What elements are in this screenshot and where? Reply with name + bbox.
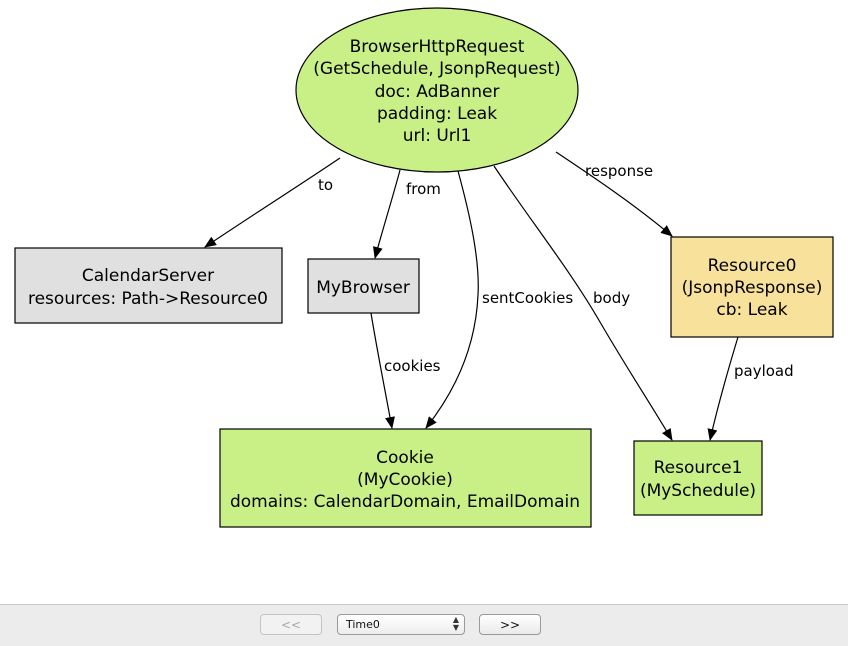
edge-to <box>204 157 341 248</box>
node-resource0-shape <box>670 236 834 338</box>
node-resource0-line-1: Resource0 <box>708 256 797 276</box>
node-calendar-server-line-2: resources: Path->Resource0 <box>28 289 268 309</box>
node-browser-http-request-line-4: padding: Leak <box>377 104 497 124</box>
node-browser-http-request-line-3: doc: AdBanner <box>375 82 500 102</box>
node-cookie-line-1: Cookie <box>376 448 434 468</box>
edge-label-from: from <box>406 180 441 198</box>
node-resource0-line-3: cb: Leak <box>716 300 787 320</box>
node-resource1-line-2: (MySchedule) <box>640 481 756 501</box>
edge-label-response: response <box>585 162 653 180</box>
node-resource0-line-2: (JsonpResponse) <box>682 278 823 298</box>
previous-time-button-label: << <box>280 617 302 632</box>
time-select-value: Time0 <box>346 618 380 631</box>
previous-time-button[interactable]: << <box>260 614 322 635</box>
edge-label-cookies: cookies <box>384 357 441 375</box>
edge-label-to: to <box>318 176 333 194</box>
edge-payload <box>707 336 739 441</box>
node-cookie-line-3: domains: CalendarDomain, EmailDomain <box>230 492 580 512</box>
node-my-browser-line-1: MyBrowser <box>316 278 410 298</box>
node-resource1-line-1: Resource1 <box>654 458 743 478</box>
node-calendar-server-shape <box>14 247 283 324</box>
node-browser-http-request-line-1: BrowserHttpRequest <box>350 37 525 57</box>
node-browser-http-request-line-5: url: Url1 <box>403 126 472 146</box>
node-my-browser-shape <box>307 258 420 314</box>
edge-label-payload: payload <box>734 362 794 380</box>
node-cookie-line-2: (MyCookie) <box>357 470 453 490</box>
edge-label-body: body <box>593 289 630 307</box>
edge-response <box>555 151 673 237</box>
node-resource1[interactable]: Resource1 (MySchedule) <box>633 440 763 516</box>
next-time-button-label: >> <box>499 617 521 632</box>
edge-body <box>493 165 673 441</box>
edge-labels: to from sentCookies body response cookie… <box>318 162 794 380</box>
node-browser-http-request-shape <box>295 7 579 173</box>
node-resource1-shape <box>633 440 763 516</box>
edge-cookies <box>370 312 395 429</box>
timeline-toolbar: << Time0 ▲▼ >> <box>0 604 848 646</box>
diagram-canvas: to from sentCookies body response cookie… <box>14 7 834 528</box>
next-time-button[interactable]: >> <box>479 614 541 635</box>
node-browser-http-request-line-2: (GetSchedule, JsonpRequest) <box>313 59 560 79</box>
edge-sentCookies <box>425 170 479 429</box>
node-cookie[interactable]: Cookie (MyCookie) domains: CalendarDomai… <box>219 428 592 528</box>
node-browser-http-request[interactable]: BrowserHttpRequest (GetSchedule, JsonpRe… <box>295 7 579 173</box>
node-resource0[interactable]: Resource0 (JsonpResponse) cb: Leak <box>670 236 834 338</box>
time-select[interactable]: Time0 ▲▼ <box>337 614 465 635</box>
graph-diagram: to from sentCookies body response cookie… <box>14 7 834 528</box>
node-calendar-server[interactable]: CalendarServer resources: Path->Resource… <box>14 247 283 324</box>
select-arrows-icon: ▲▼ <box>452 615 459 632</box>
edge-label-sentCookies: sentCookies <box>482 289 573 307</box>
node-calendar-server-line-1: CalendarServer <box>82 266 214 286</box>
edges <box>204 151 739 441</box>
edge-from <box>373 169 401 259</box>
node-cookie-shape <box>219 428 592 528</box>
node-my-browser[interactable]: MyBrowser <box>307 258 420 314</box>
